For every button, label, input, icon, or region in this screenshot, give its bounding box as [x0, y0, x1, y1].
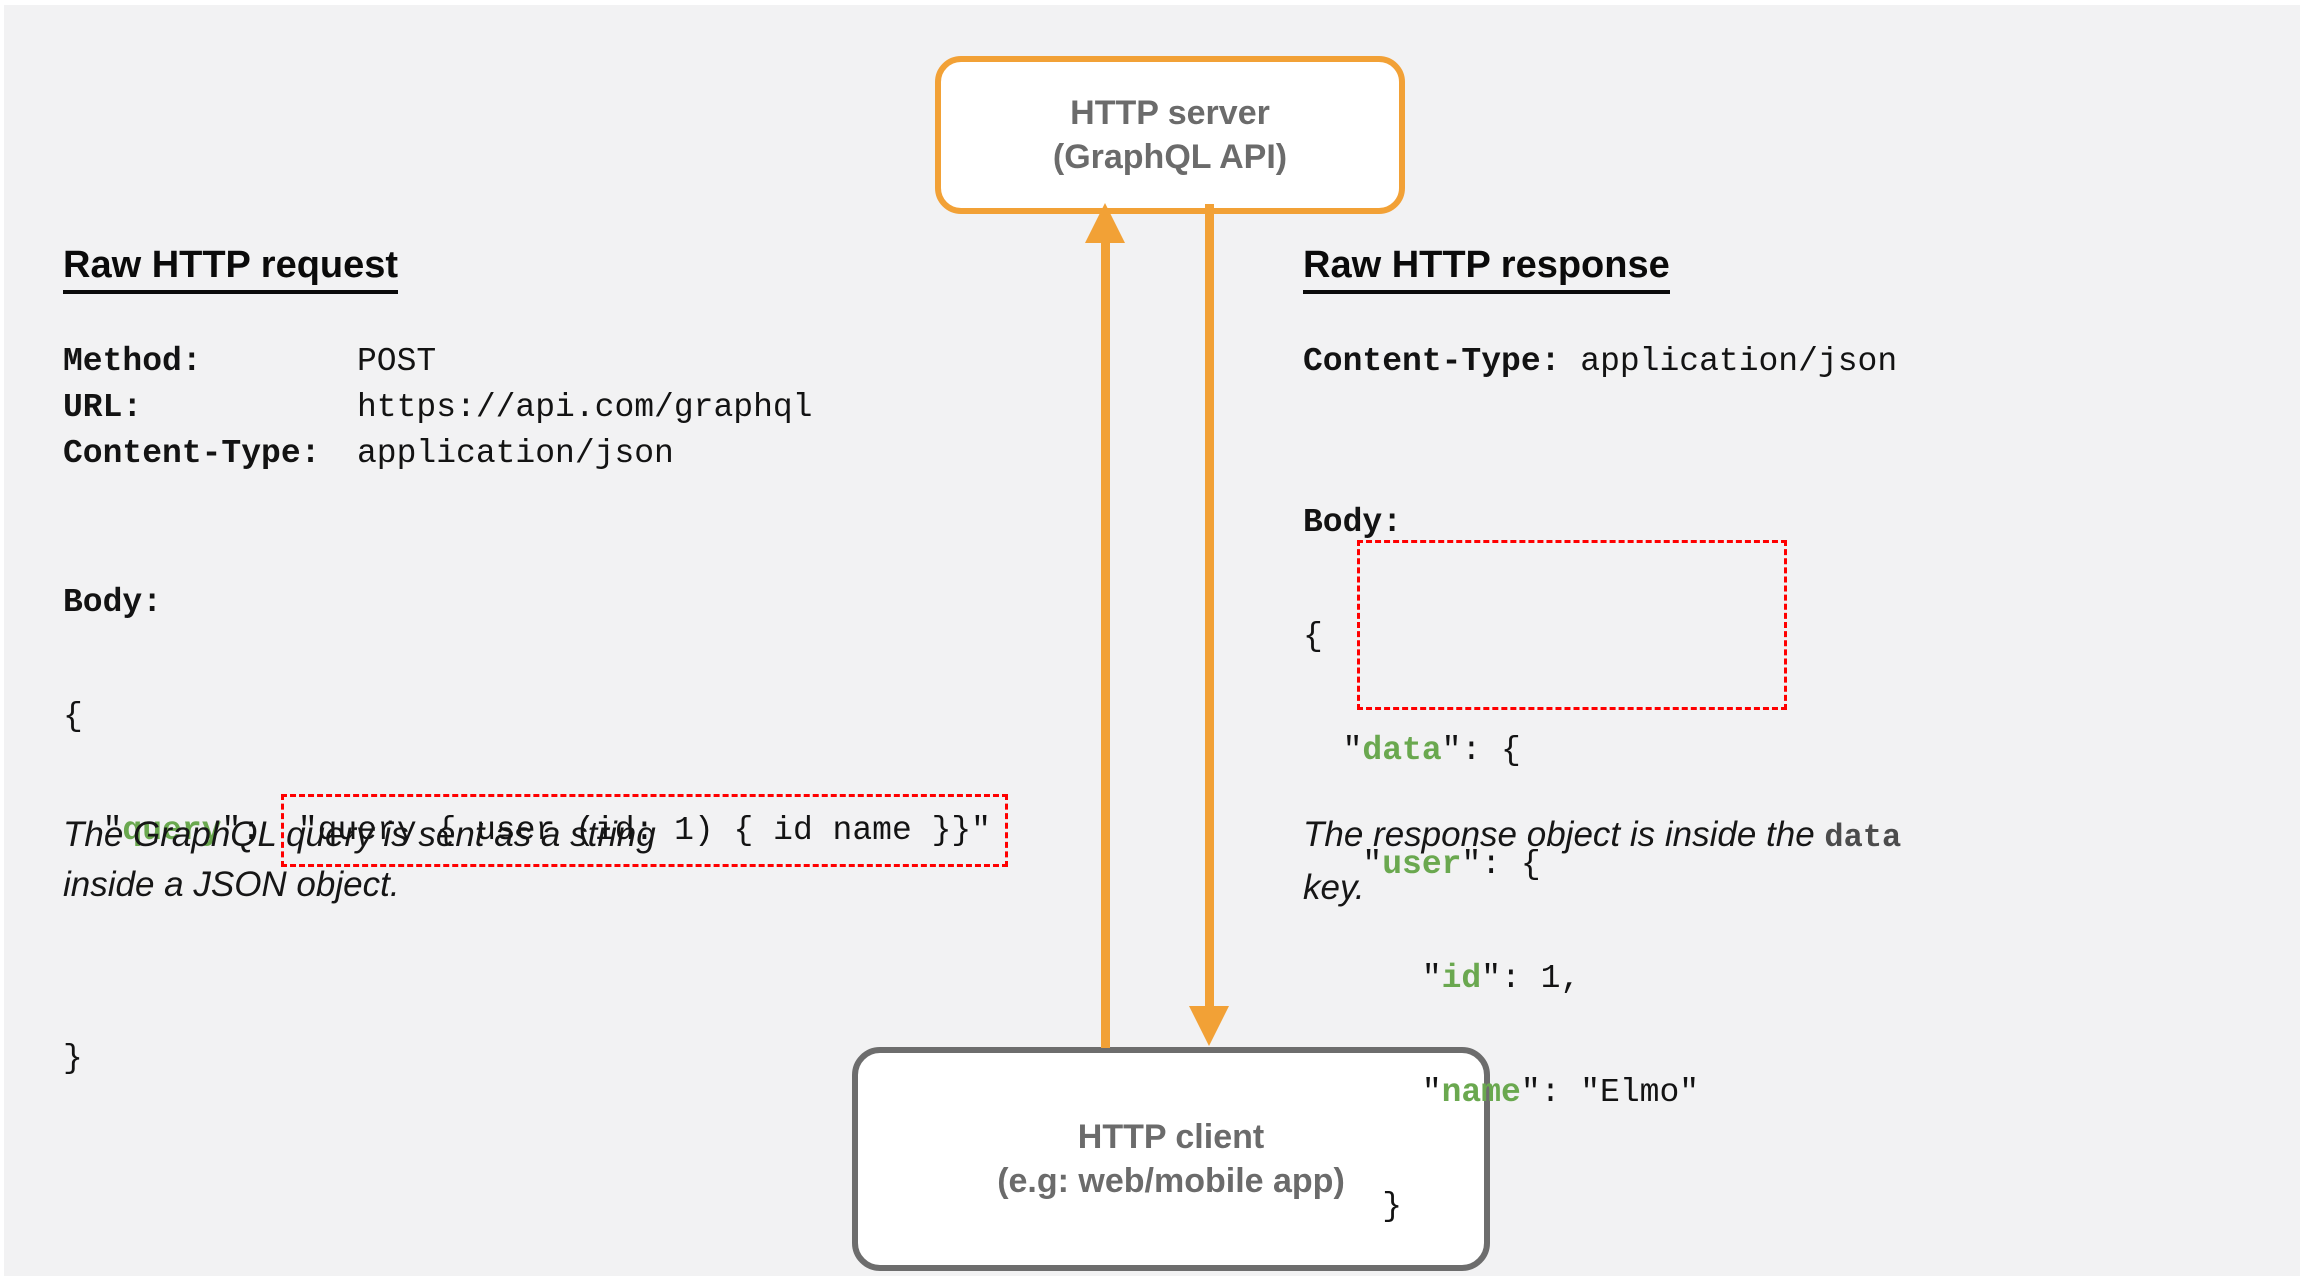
id-key: id — [1441, 959, 1482, 997]
request-body: Body: { "query": "query { user (id: 1) {… — [63, 508, 1008, 1152]
request-header-row-content-type: Content-Type: application/json — [63, 430, 812, 476]
request-header-row-method: Method: POST — [63, 338, 812, 384]
data-line-prefix: " — [1303, 731, 1363, 769]
request-panel-title: Raw HTTP request — [63, 244, 399, 294]
request-arrow-up-icon — [1085, 203, 1125, 243]
request-method-label: Method: — [63, 342, 202, 380]
user-line-prefix: " — [1303, 845, 1383, 883]
request-caption: The GraphQL query is sent as a string in… — [63, 815, 656, 904]
response-caption: The response object is inside the data k… — [1303, 810, 2103, 913]
request-url-value: https://api.com/graphql — [357, 388, 813, 426]
server-node-title: HTTP server — [1070, 94, 1270, 132]
http-client-node: HTTP client (e.g: web/mobile app) — [852, 1047, 1490, 1271]
response-arrow — [1205, 204, 1214, 1010]
response-arrow-down-icon — [1189, 1006, 1229, 1046]
request-url-label: URL: — [63, 388, 143, 426]
response-user-line: "user": { — [1303, 844, 1699, 884]
response-caption-data-key: data — [1824, 819, 1902, 856]
response-content-type-value: application/json — [1580, 342, 1898, 380]
response-caption-after: key. — [1303, 868, 1365, 907]
http-server-node: HTTP server (GraphQL API) — [935, 56, 1405, 214]
request-headers: Method: POST URL: https://api.com/graphq… — [63, 338, 812, 476]
request-arrow — [1101, 238, 1110, 1048]
query-string-highlight-box: "query { user (id: 1) { id name }}" — [280, 793, 1008, 867]
id-line-prefix: " — [1303, 959, 1442, 997]
name-line-prefix: " — [1303, 1073, 1442, 1111]
response-header-space — [1560, 343, 1580, 380]
user-key: user — [1382, 845, 1462, 883]
data-line-suffix: ": { — [1441, 731, 1521, 769]
user-line-suffix: ": { — [1461, 845, 1541, 883]
request-header-row-url: URL: https://api.com/graphql — [63, 384, 812, 430]
client-node-subtitle: (e.g: web/mobile app) — [997, 1162, 1345, 1200]
data-key: data — [1362, 731, 1442, 769]
query-line-prefix: " — [63, 811, 123, 849]
response-body-label: Body: — [1303, 503, 1403, 541]
response-id-line: "id": 1, — [1303, 958, 1699, 998]
response-panel-title: Raw HTTP response — [1303, 244, 1670, 294]
response-name-line: "name": "Elmo" — [1303, 1072, 1699, 1112]
request-method-value: POST — [357, 342, 437, 380]
response-content-type-label: Content-Type: — [1303, 342, 1561, 380]
client-node-title: HTTP client — [1077, 1118, 1265, 1156]
response-close-user-brace: } — [1303, 1187, 1403, 1225]
response-header-row-content-type: Content-Type: application/json — [1303, 338, 1897, 384]
query-line-suffix: ": — [221, 811, 281, 849]
request-body-blank-line — [63, 924, 1008, 964]
request-content-type-label: Content-Type: — [63, 434, 321, 472]
id-line-suffix: ": 1, — [1481, 959, 1581, 997]
response-header: Content-Type: application/json — [1303, 338, 1897, 384]
request-content-type-value: application/json — [357, 434, 674, 472]
name-line-suffix: ": "Elmo" — [1520, 1073, 1700, 1111]
response-open-brace: { — [1303, 617, 1323, 655]
response-caption-before: The response object is inside the — [1303, 815, 1825, 854]
request-body-query-line: "query": "query { user (id: 1) { id name… — [63, 793, 1008, 867]
request-body-label: Body: — [63, 583, 163, 621]
server-node-subtitle: (GraphQL API) — [1052, 138, 1288, 176]
name-key: name — [1441, 1073, 1521, 1111]
request-body-close-brace: } — [63, 1039, 83, 1077]
response-data-line: "data": { — [1303, 730, 1699, 770]
query-key: query — [122, 811, 222, 849]
request-body-open-brace: { — [63, 697, 83, 735]
